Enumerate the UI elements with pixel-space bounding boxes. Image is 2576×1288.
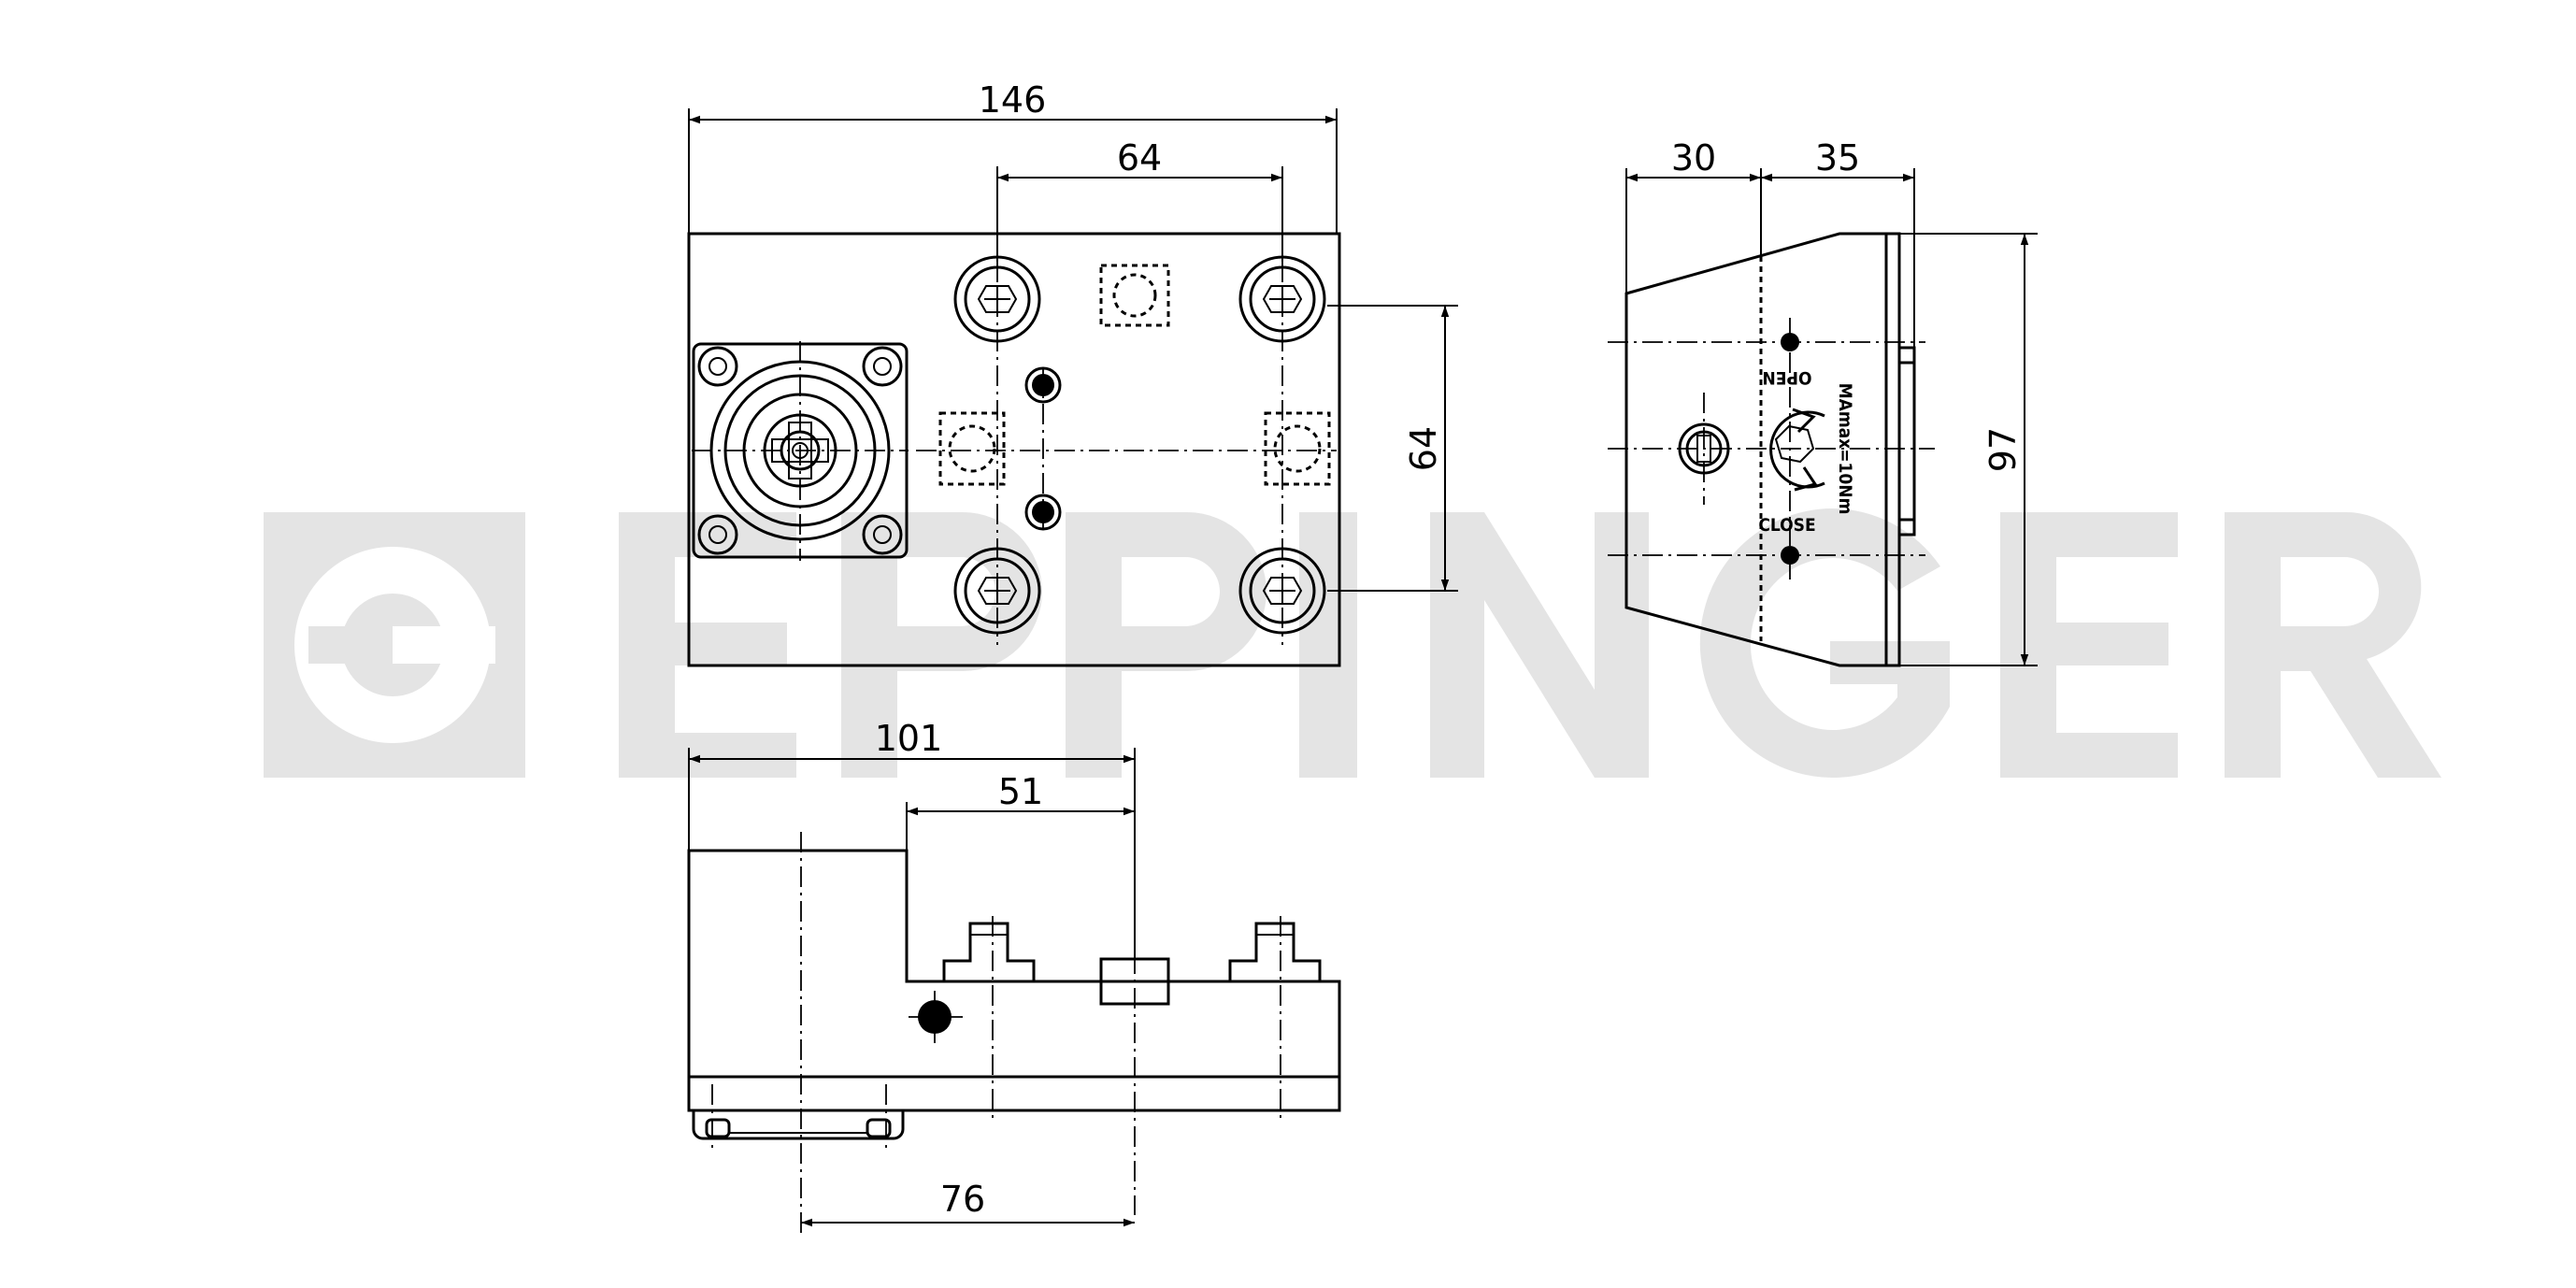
dimension-label: 146 bbox=[979, 79, 1047, 121]
dimension-51: 51 bbox=[906, 771, 1135, 851]
dimension-label: 51 bbox=[998, 771, 1043, 812]
dimension-label: 76 bbox=[940, 1179, 985, 1220]
adjustment-screw-icon bbox=[1678, 422, 1730, 475]
top-view: 146 64 64 bbox=[687, 79, 1458, 667]
dimension-30: 30 bbox=[1625, 137, 1762, 293]
hidden-feature bbox=[938, 264, 1331, 486]
dimension-101: 101 bbox=[688, 718, 1136, 959]
stud bbox=[942, 922, 1322, 1006]
watermark-logo-icon bbox=[264, 512, 525, 778]
dimension-146: 146 bbox=[688, 79, 1338, 234]
dimension-label: 64 bbox=[1403, 426, 1444, 471]
dimension-97: 97 bbox=[1899, 233, 2038, 666]
dimension-label: 97 bbox=[1982, 427, 2024, 472]
front-view: 101 51 76 bbox=[687, 718, 1341, 1234]
side-view: OPEN CLOSE MAmax=10Nm 30 35 97 bbox=[1608, 137, 2038, 667]
open-label: OPEN bbox=[1762, 367, 1811, 388]
grease-nipple-icon bbox=[1024, 366, 1062, 531]
dimension-76: 76 bbox=[801, 1179, 1135, 1227]
dimension-64-horizontal: 64 bbox=[996, 137, 1283, 262]
flange-screw-icon bbox=[697, 346, 903, 555]
dimension-label: 30 bbox=[1671, 137, 1716, 179]
rotation-arrow-icon bbox=[1769, 408, 1825, 492]
watermark bbox=[264, 508, 2441, 778]
grease-nipple-icon bbox=[1781, 333, 1799, 565]
dimension-label: 35 bbox=[1815, 137, 1860, 179]
close-label: CLOSE bbox=[1758, 515, 1815, 536]
dimension-35: 35 bbox=[1761, 137, 1915, 348]
dimension-64-vertical: 64 bbox=[1327, 305, 1458, 592]
connector-socket bbox=[692, 341, 909, 561]
torque-label: MAmax=10Nm bbox=[1835, 383, 1855, 515]
dimension-label: 101 bbox=[875, 718, 943, 759]
dimension-label: 64 bbox=[1117, 137, 1162, 179]
